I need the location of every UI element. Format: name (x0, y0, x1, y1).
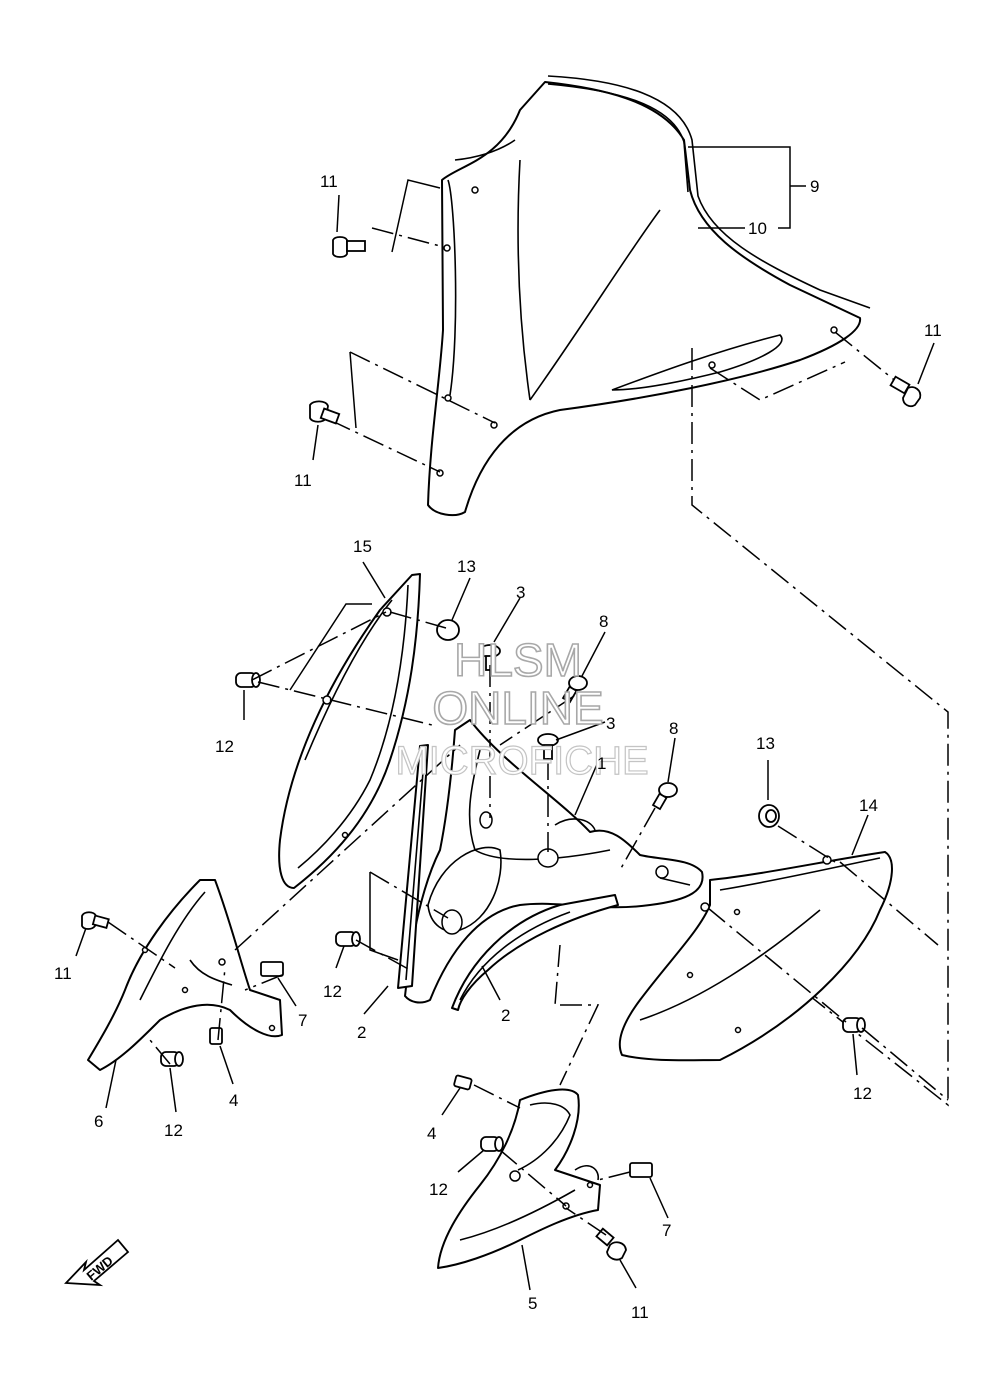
callout-8: 8 (669, 719, 678, 738)
callout-labels: 9 10 11 11 11 11 11 15 13 13 3 3 8 8 1 1… (54, 172, 942, 1322)
hardware (81, 236, 922, 1261)
callout-12: 12 (215, 737, 234, 756)
side-panel-14 (618, 851, 893, 1062)
screw-3a (479, 644, 501, 671)
inner-panel-15 (278, 573, 421, 889)
trim-strip-2a (397, 744, 429, 989)
callout-2: 2 (357, 1023, 366, 1042)
grommet-13a (436, 619, 460, 641)
watermark: HLSM ONLINE MICROFICHE (395, 633, 650, 783)
callout-7: 7 (662, 1221, 671, 1240)
callout-10: 10 (748, 219, 767, 238)
bolt-11-top-left (332, 236, 366, 258)
bolt-11-mid-left (309, 400, 341, 425)
assembly-leaders (75, 194, 949, 1291)
collar-12b (335, 931, 361, 947)
callout-11: 11 (294, 471, 312, 490)
windscreen-assembly (427, 75, 871, 517)
callout-3: 3 (516, 583, 525, 602)
callout-4: 4 (427, 1124, 436, 1143)
bolt-11-bottom (595, 1227, 627, 1261)
callout-12: 12 (429, 1180, 448, 1199)
nut-7a (260, 961, 284, 977)
callout-4: 4 (229, 1091, 238, 1110)
callout-11: 11 (631, 1303, 649, 1322)
callout-12: 12 (853, 1084, 872, 1103)
nut-7b (629, 1162, 653, 1178)
callout-15: 15 (353, 537, 372, 556)
grommet-13b (758, 804, 780, 828)
windscreen-trim (547, 75, 871, 309)
collar-12c (160, 1051, 184, 1067)
callout-3: 3 (606, 714, 615, 733)
callout-13: 13 (756, 734, 775, 753)
callout-12: 12 (323, 982, 342, 1001)
callout-9: 9 (810, 177, 819, 196)
collar-12d (842, 1017, 866, 1033)
watermark-line-2: ONLINE (432, 682, 603, 734)
callout-6: 6 (94, 1112, 103, 1131)
collar-12e (480, 1136, 504, 1152)
windscreen (427, 81, 862, 517)
watermark-line-3: MICROFICHE (395, 739, 648, 783)
bolt-11-left-bottom (81, 911, 110, 930)
callout-12: 12 (164, 1121, 183, 1140)
callout-13: 13 (457, 557, 476, 576)
callout-11: 11 (320, 172, 338, 191)
trim-strip-2b (451, 894, 619, 1011)
screw-8a (561, 675, 588, 704)
nut-4a (209, 1027, 223, 1045)
callout-7: 7 (298, 1011, 307, 1030)
callout-1: 1 (597, 754, 606, 773)
callout-2: 2 (501, 1006, 510, 1025)
callout-14: 14 (859, 796, 878, 815)
fwd-direction-arrow: FWD (64, 1238, 130, 1287)
screw-8b (651, 782, 678, 811)
inner-cover-6 (87, 879, 283, 1071)
collar-12a (235, 672, 261, 688)
callout-11: 11 (54, 964, 72, 983)
inner-cowling-1 (404, 719, 704, 1004)
callout-11: 11 (924, 321, 942, 340)
watermark-line-1: HLSM (454, 634, 582, 686)
lower-cover-5 (437, 1088, 601, 1269)
nut-4b (453, 1074, 473, 1091)
callout-5: 5 (528, 1294, 537, 1313)
bolt-11-right (889, 375, 922, 408)
callout-8: 8 (599, 612, 608, 631)
windscreen-leaders (329, 146, 949, 1107)
